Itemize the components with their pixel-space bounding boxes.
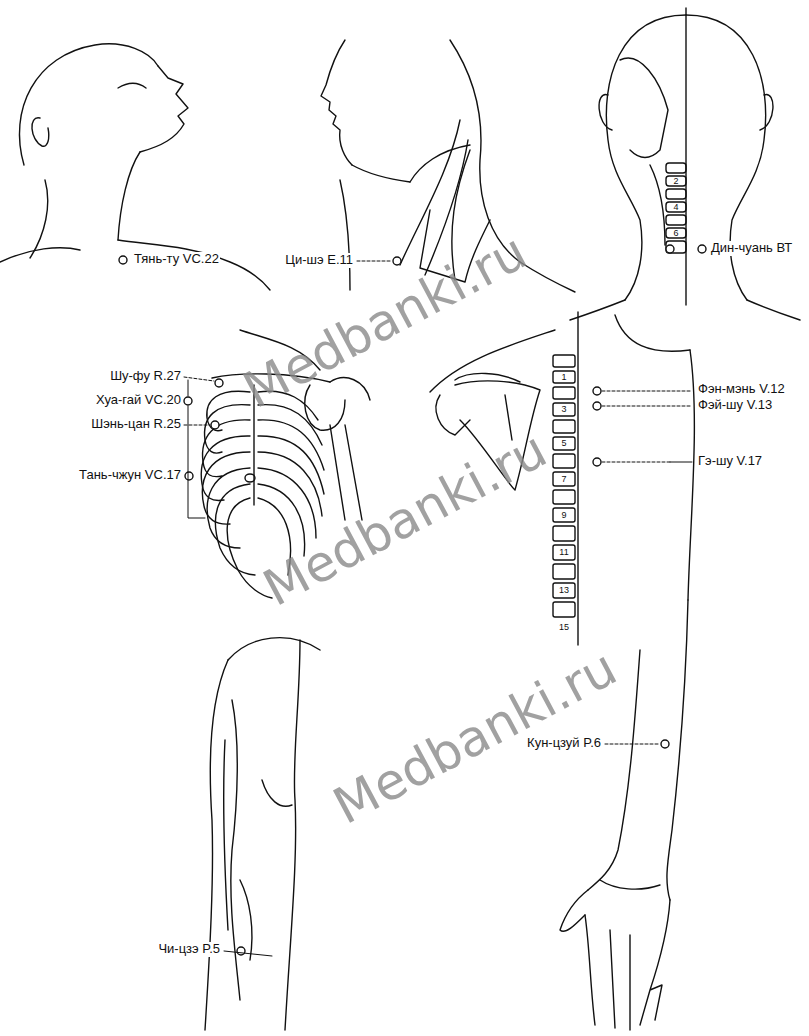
point-label: Тянь-ту VC.22 [133, 252, 220, 267]
point-label: Дин-чуань ВТ [710, 241, 793, 256]
point-label: Чи-цзэ P.5 [157, 942, 221, 957]
vertebra-number: 11 [559, 547, 568, 557]
point-label: Шэнь-цан R.25 [90, 417, 182, 432]
vertebra-number: 4 [673, 202, 678, 212]
vertebra-number: 7 [561, 474, 566, 484]
vertebra-number: 15 [559, 622, 569, 632]
point-label: Гэ-шу V.17 [697, 454, 763, 469]
point-label: Ци-шэ E.11 [284, 253, 354, 268]
vertebra-number: 5 [561, 438, 566, 448]
watermark: Medbanki.ru [254, 422, 555, 619]
point-label: Фэй-шу V.13 [697, 398, 773, 413]
vertebra-number: 3 [561, 404, 566, 414]
point-label: Тань-чжун VC.17 [78, 468, 182, 483]
point-label: Кун-цзуй P.6 [526, 736, 602, 751]
vertebra-number: 6 [673, 228, 678, 238]
vertebra-number: 1 [561, 372, 566, 382]
point-label: Хуа-гай VC.20 [95, 393, 182, 408]
point-label: Фэн-мэнь V.12 [697, 382, 786, 397]
watermark: Medbanki.ru [234, 224, 535, 421]
vertebra-number: 2 [673, 176, 678, 186]
vertebra-number: 9 [561, 510, 566, 520]
point-label: Шу-фу R.27 [109, 369, 182, 384]
vertebra-number: 13 [559, 585, 569, 595]
